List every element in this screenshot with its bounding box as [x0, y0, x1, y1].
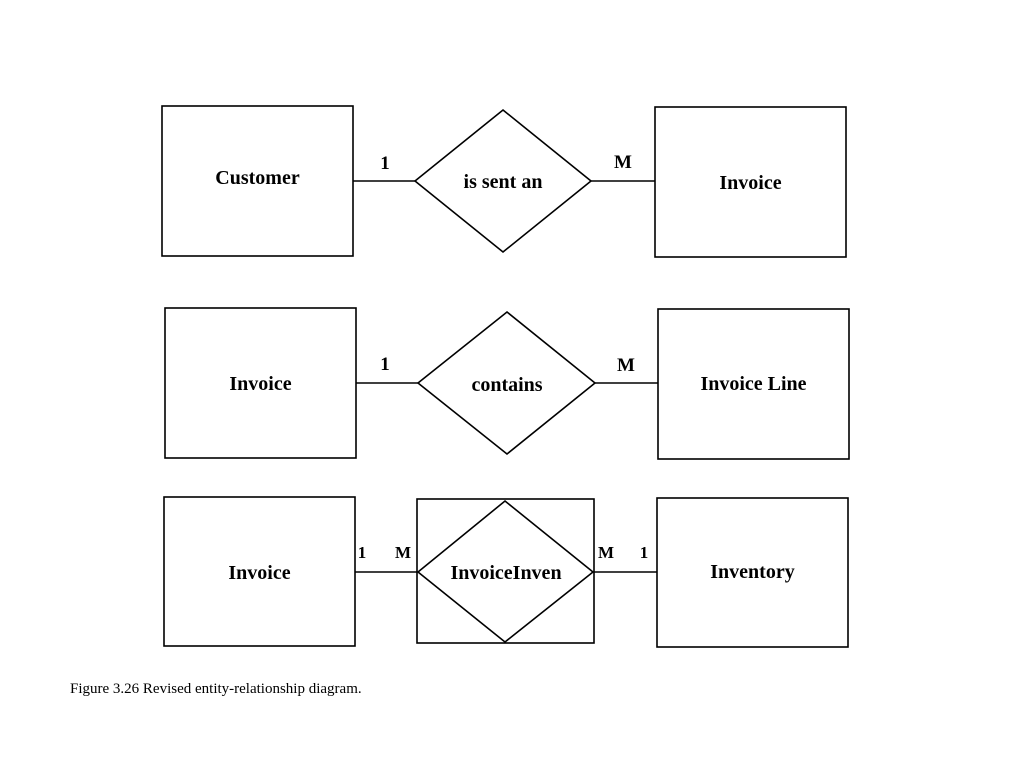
row-invoice-invoice-line: Invoice 1 contains M Invoice Line	[164, 307, 850, 460]
entity-invoice	[163, 496, 356, 647]
associative-entity-diamond	[416, 499, 595, 644]
entity-invoice	[164, 307, 357, 459]
cardinality-invoice-one: 1	[358, 543, 367, 562]
entity-invoice-label: Invoice	[719, 172, 781, 194]
entity-invoice-line	[657, 308, 850, 460]
associative-entity-label: InvoiceInven	[450, 562, 561, 584]
cardinality-customer-one: 1	[380, 153, 390, 174]
entity-customer-label: Customer	[215, 167, 300, 189]
entity-invoice-label: Invoice	[229, 373, 291, 395]
cardinality-associative-many-left: M	[395, 543, 411, 562]
entity-inventory	[656, 497, 849, 648]
cardinality-invoice-one: 1	[380, 354, 390, 375]
figure-caption: Figure 3.26 Revised entity-relationship …	[70, 681, 362, 697]
relationship-is-sent-an	[413, 108, 593, 254]
relationship-contains-label: contains	[471, 374, 542, 396]
cardinality-inventory-one: 1	[640, 543, 649, 562]
entity-invoice	[654, 106, 847, 258]
relationship-is-sent-an-label: is sent an	[464, 171, 543, 193]
relationship-contains	[416, 310, 597, 456]
entity-invoice-line-label: Invoice Line	[700, 373, 806, 395]
entity-invoice-label: Invoice	[228, 562, 290, 584]
entity-inventory-label: Inventory	[710, 561, 794, 583]
cardinality-invoice-many: M	[614, 152, 632, 173]
cardinality-invoice-line-many: M	[617, 355, 635, 376]
row-customer-invoice: Customer 1 is sent an M Invoice	[161, 105, 847, 258]
entity-customer	[161, 105, 354, 257]
cardinality-associative-many-right: M	[598, 543, 614, 562]
row-invoice-inventory: Invoice 1 M InvoiceInven M 1 Inventory	[163, 496, 849, 648]
